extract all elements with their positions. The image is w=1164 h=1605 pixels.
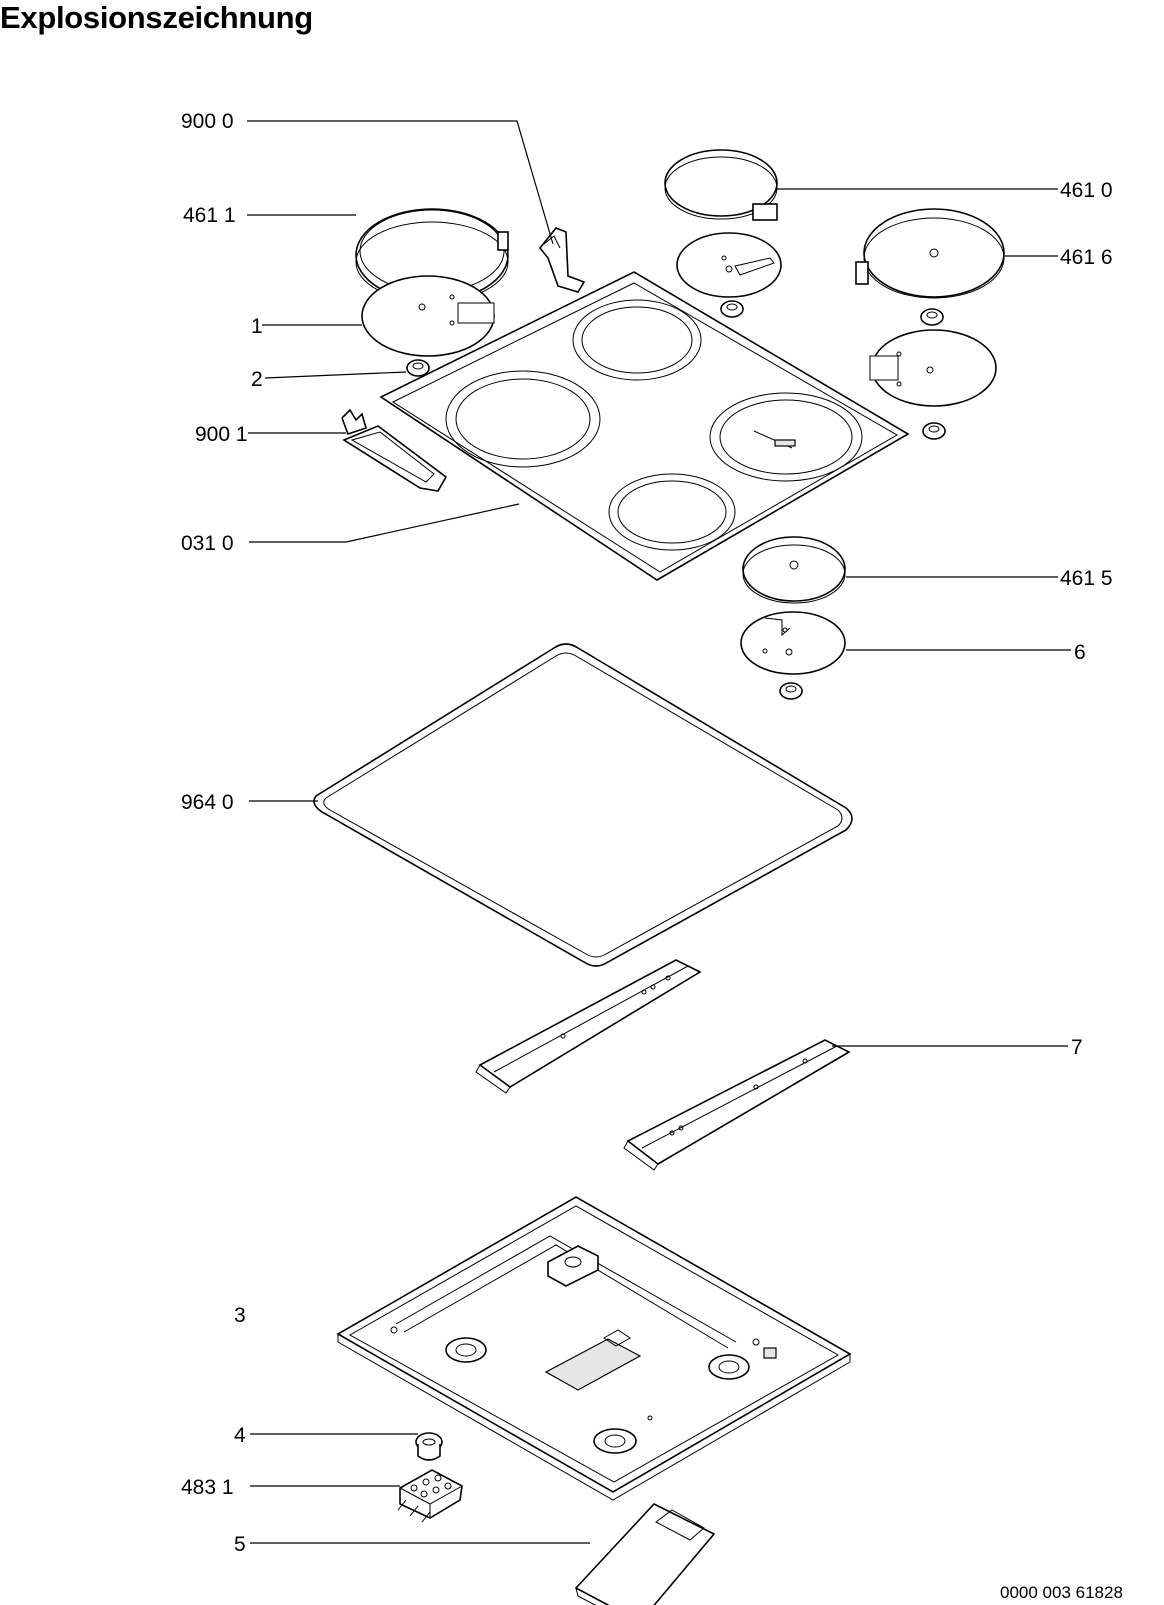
seal-964-0 xyxy=(313,643,853,967)
callout-461-6: 461 6 xyxy=(1060,246,1113,269)
bracket-900-1 xyxy=(341,408,448,492)
hotplate-461-5 xyxy=(742,536,846,604)
callout-6: 6 xyxy=(1074,641,1086,664)
callout-7: 7 xyxy=(1071,1036,1083,1059)
hob-top-panel xyxy=(379,271,910,581)
hotplate-461-0 xyxy=(664,149,778,221)
spring-disc-0 xyxy=(676,232,782,298)
nut-0 xyxy=(720,300,744,318)
cap-4 xyxy=(415,1432,443,1461)
callout-900-0: 900 0 xyxy=(181,110,234,133)
hotplate-461-1 xyxy=(355,208,509,303)
callout-964-0: 964 0 xyxy=(181,791,234,814)
spring-disc-6-right xyxy=(869,329,997,407)
callout-031-0: 031 0 xyxy=(181,532,234,555)
callout-483-1: 483 1 xyxy=(181,1476,234,1499)
nut-6-middle xyxy=(922,422,946,440)
bracket-900-0 xyxy=(538,227,586,293)
nut-6-upper xyxy=(920,308,944,326)
callout-4: 4 xyxy=(234,1424,246,1447)
rail-7-left xyxy=(475,959,702,1094)
callout-1: 1 xyxy=(251,315,263,338)
terminal-block-483-1 xyxy=(397,1469,463,1523)
callout-461-0: 461 0 xyxy=(1060,179,1113,202)
callout-5: 5 xyxy=(234,1533,246,1556)
hotplate-461-6 xyxy=(855,208,1005,299)
nut-6-lower xyxy=(779,682,803,700)
callout-2: 2 xyxy=(251,368,263,391)
page-title: Explosionszeichnung xyxy=(0,0,313,35)
document-number: 0000 003 61828 xyxy=(1000,1583,1123,1602)
base-tray-3 xyxy=(336,1196,852,1501)
callout-461-1: 461 1 xyxy=(183,204,236,227)
cover-plate-5 xyxy=(574,1503,716,1605)
spring-disc-1 xyxy=(361,275,495,357)
nut-2 xyxy=(406,359,430,377)
callout-3: 3 xyxy=(234,1304,246,1327)
rail-7-right xyxy=(623,1039,851,1171)
leader-lines xyxy=(247,120,1071,1544)
callout-461-5: 461 5 xyxy=(1060,567,1113,590)
callout-900-1: 900 1 xyxy=(195,423,248,446)
spring-disc-6 xyxy=(740,611,846,675)
